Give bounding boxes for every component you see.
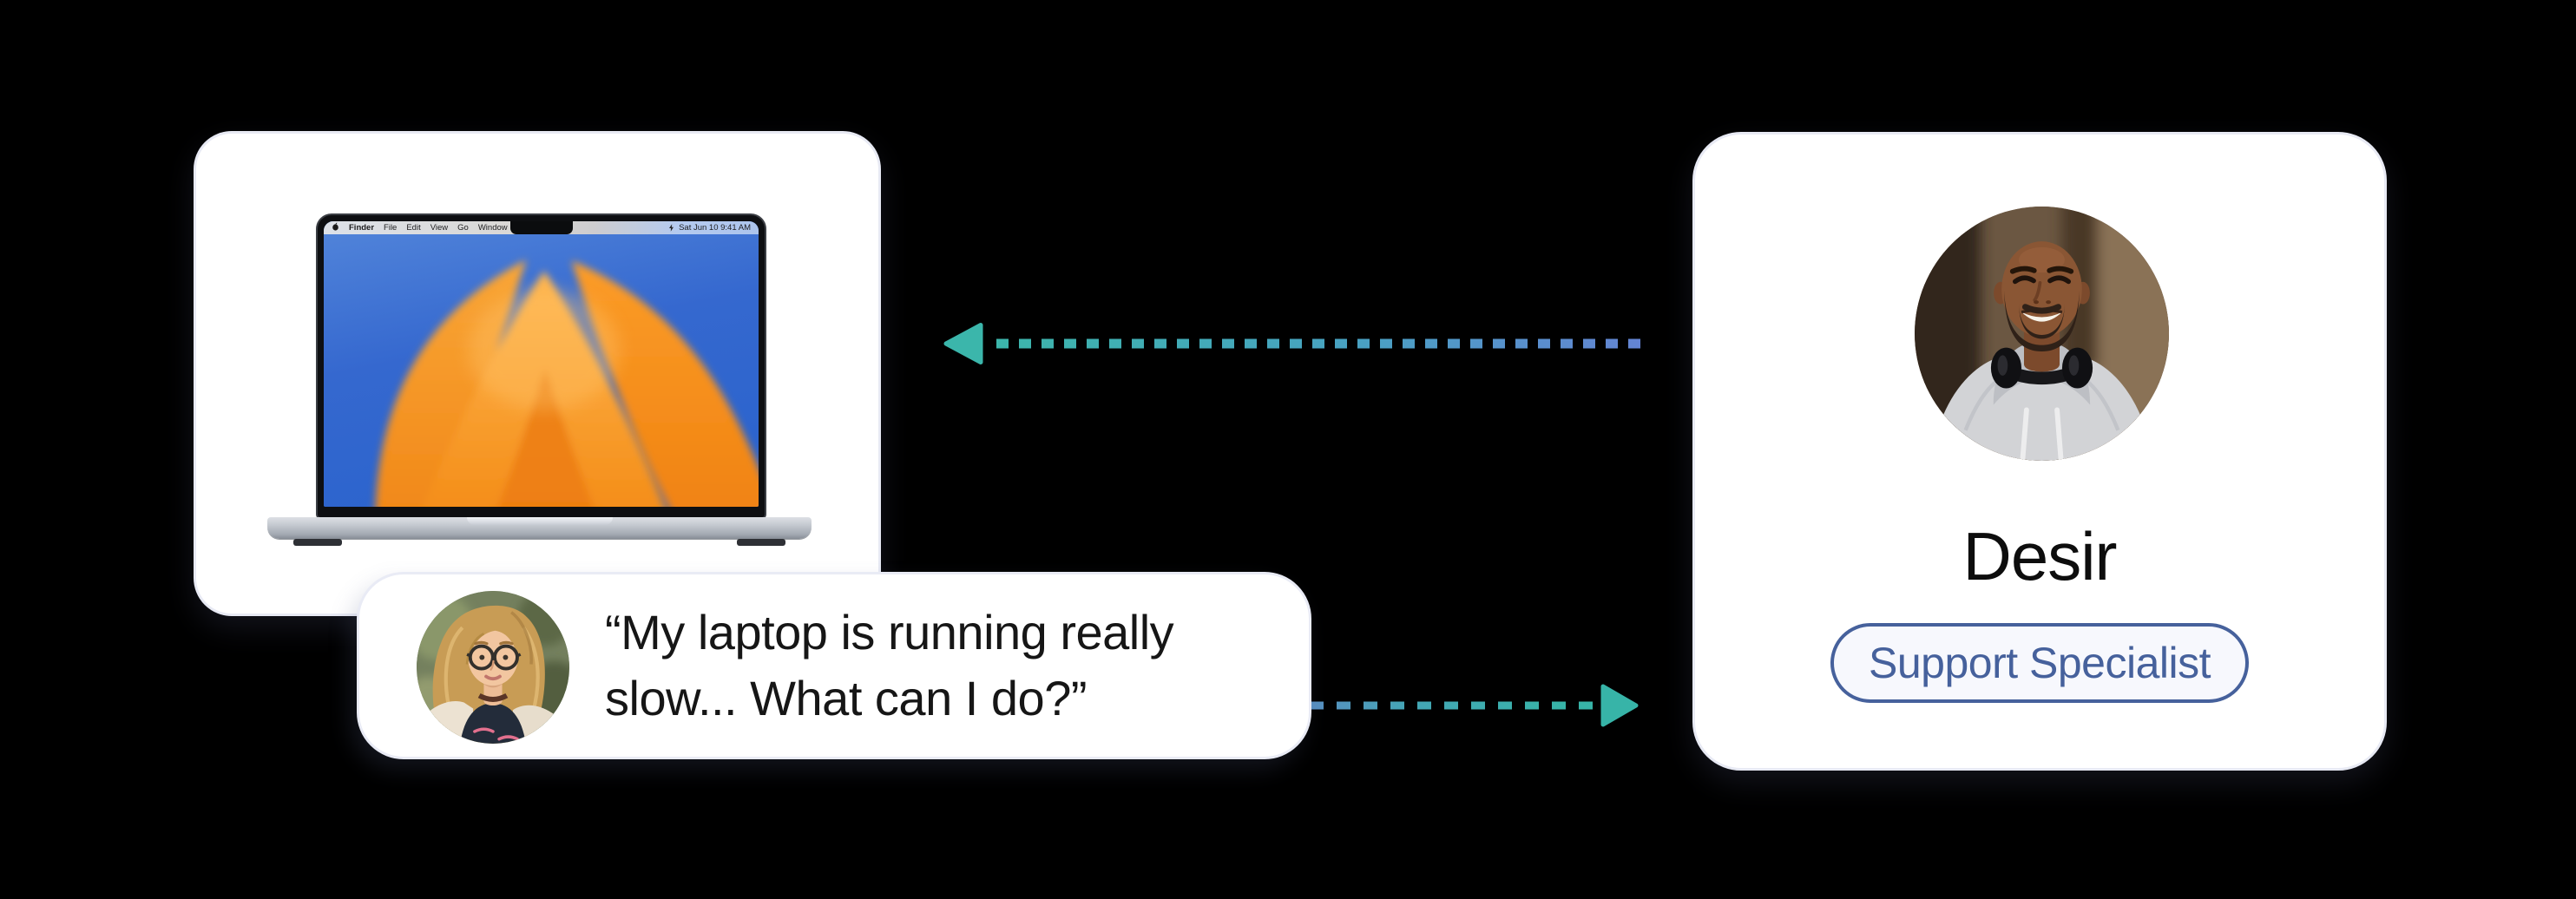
arrowhead-right-icon (1600, 684, 1639, 727)
quote-line-2: slow... What can I do?” (605, 671, 1087, 725)
macbook-foot (293, 539, 342, 546)
macbook-base (267, 517, 812, 539)
menubar-clock: Sat Jun 10 9:41 AM (668, 223, 751, 233)
macbook-foot (737, 539, 785, 546)
customer-avatar (417, 591, 569, 744)
support-specialist-avatar (1915, 207, 2169, 461)
menubar-item-view: View (430, 223, 449, 233)
support-specialist-card: Desir Support Specialist (1692, 132, 2387, 771)
customer-laptop-card: Finder File Edit View Go Window Help Sat… (194, 131, 881, 616)
menubar-item-edit: Edit (406, 223, 421, 233)
arrowhead-left-icon (943, 323, 983, 364)
macbook-notch (509, 221, 573, 234)
quote-line-1: “My laptop is running really (605, 605, 1174, 659)
menubar-item-window: Window (477, 223, 508, 233)
person-name: Desir (1962, 518, 2117, 594)
macbook-lid-notch (466, 517, 613, 525)
ventura-wallpaper (324, 221, 759, 507)
battery-icon (669, 224, 674, 232)
role-badge: Support Specialist (1830, 623, 2250, 703)
menubar-item-file: File (384, 223, 398, 233)
customer-quote-bubble: “My laptop is running really slow... Wha… (357, 572, 1311, 759)
customer-quote-text: “My laptop is running really slow... Wha… (605, 600, 1283, 732)
arrow-to-laptop (943, 323, 1643, 364)
menubar-item-finder: Finder (349, 223, 375, 233)
role-badge-label: Support Specialist (1868, 639, 2211, 687)
apple-logo-icon (332, 222, 339, 233)
macbook-screen: Finder File Edit View Go Window Help Sat… (316, 213, 766, 519)
menubar-item-go: Go (457, 223, 469, 233)
macbook-illustration: Finder File Edit View Go Window Help Sat… (196, 134, 878, 614)
arrow-to-specialist (1283, 684, 1639, 727)
